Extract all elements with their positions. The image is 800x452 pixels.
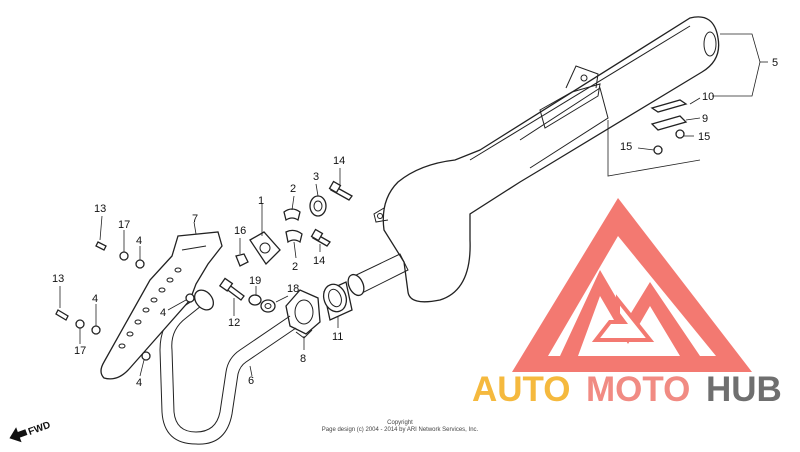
joint-clamp-8 — [285, 289, 321, 339]
callout-numbers: 5 10 9 15 15 14 3 2 1 2 14 7 16 19 18 12… — [52, 57, 778, 389]
muffler-seam — [519, 87, 609, 169]
callout-18: 18 — [287, 283, 299, 295]
callout-2-upper: 2 — [290, 183, 296, 195]
nut-16 — [235, 253, 249, 267]
automotohub-wordmark: AUTO MOTO HUB — [472, 370, 782, 409]
nut-4-b — [91, 325, 101, 335]
muffler-mount-tab — [373, 207, 389, 223]
washer-17-lower — [75, 319, 85, 329]
copyright-line-2: Page design (c) 2004 - 2014 by ARI Netwo… — [322, 427, 479, 433]
callout-17-lower: 17 — [74, 345, 86, 357]
callout-7: 7 — [192, 213, 198, 225]
callout-13-upper: 13 — [94, 203, 106, 215]
bolt-13-upper — [95, 241, 107, 251]
leader-lines — [59, 33, 768, 377]
exhaust-pipe-6 — [159, 289, 297, 445]
callout-15-right: 15 — [698, 131, 710, 143]
callout-1: 1 — [258, 195, 264, 207]
muffler-body — [382, 16, 720, 303]
muffler-heat-shield — [539, 83, 601, 129]
fwd-arrow-icon — [9, 427, 28, 443]
logo-inner-g — [591, 294, 655, 342]
washer-18 — [260, 299, 276, 313]
copyright-line-1: Copyright — [387, 420, 413, 426]
washer-19 — [248, 294, 262, 306]
callout-6: 6 — [248, 375, 254, 387]
muffler-mount-hole — [377, 213, 383, 219]
callout-5: 5 — [772, 57, 778, 69]
pipe-inner — [159, 295, 297, 445]
callout-2-lower: 2 — [292, 261, 298, 273]
callout-3: 3 — [313, 171, 319, 183]
collar-upper-2 — [283, 208, 301, 222]
plate-10 — [650, 99, 688, 113]
callout-4-upper: 4 — [136, 235, 142, 247]
callout-12: 12 — [228, 317, 240, 329]
wordmark-auto: AUTO — [472, 370, 571, 409]
hardware — [55, 99, 688, 361]
muffler-bracket — [565, 65, 599, 89]
bolt-15-left — [653, 145, 663, 155]
bolt-13-lower — [55, 309, 69, 321]
callout-19: 19 — [249, 275, 261, 287]
plate-9 — [650, 115, 688, 131]
callout-14-upper: 14 — [333, 155, 345, 167]
callout-15-left: 15 — [620, 141, 632, 153]
nut-4-d — [185, 293, 195, 303]
muffler-end-cap — [703, 31, 717, 57]
wordmark-moto: MOTO — [586, 370, 690, 409]
automotohub-logo — [512, 198, 752, 372]
wordmark-hub: HUB — [706, 370, 782, 409]
callout-10: 10 — [702, 91, 714, 103]
callout-13-lower: 13 — [52, 273, 64, 285]
copyright-block: Copyright Page design (c) 2004 - 2014 by… — [322, 420, 479, 433]
muffler-assembly — [347, 16, 720, 303]
nut-4-a — [135, 259, 145, 269]
protector-slots — [118, 267, 182, 349]
bolt-15-right — [675, 129, 685, 139]
gasket-3 — [309, 195, 327, 217]
muffler-inlet-end — [347, 273, 365, 297]
callout-14-lower: 14 — [313, 255, 325, 267]
callout-4-middle: 4 — [92, 293, 98, 305]
callout-11: 11 — [332, 331, 343, 343]
nut-4-c — [141, 351, 151, 361]
callout-4-lower: 4 — [136, 377, 142, 389]
callout-9: 9 — [702, 113, 708, 125]
collar-lower-2 — [285, 229, 303, 244]
callout-4-right: 4 — [160, 307, 166, 319]
muffler-upper-edge — [469, 25, 691, 161]
fwd-label: FWD — [27, 420, 52, 438]
muffler-bracket-hole — [580, 74, 588, 82]
gasket-11 — [322, 281, 353, 321]
callout-17-upper: 17 — [118, 219, 130, 231]
washer-17-upper — [119, 251, 129, 261]
pipe-outer — [171, 301, 291, 433]
logo-m-shape — [560, 270, 700, 356]
fwd-indicator: FWD — [9, 420, 52, 443]
pipe-flange — [193, 289, 215, 311]
callout-16: 16 — [234, 225, 246, 237]
exhaust-flange-1 — [249, 231, 281, 266]
callout-8: 8 — [300, 353, 306, 365]
